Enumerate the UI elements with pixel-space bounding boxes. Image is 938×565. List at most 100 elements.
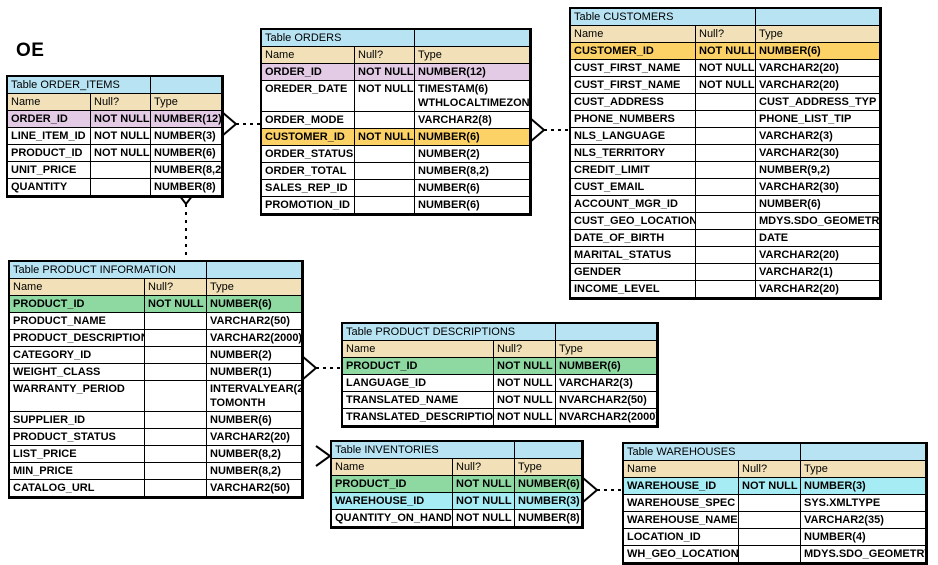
table-row: UNIT_PRICE NUMBER(8,2) — [8, 161, 221, 178]
name-header: Name — [627, 463, 657, 475]
column-type: VARCHAR2(3) — [555, 375, 656, 391]
column-null: NOT NULL — [90, 145, 150, 161]
column-type: NUMBER(8,2) — [150, 162, 221, 178]
column-null: NOT NULL — [695, 43, 755, 59]
column-null — [738, 495, 800, 511]
column-type-text: VARCHAR2(20) — [759, 62, 839, 74]
column-type-text: NUMBER(6) — [418, 199, 480, 211]
table-title: Table CUSTOMERS — [574, 11, 674, 23]
column-type: VARCHAR2(1) — [755, 264, 879, 280]
column-null — [695, 281, 755, 297]
column-type-text: NUMBER(4) — [804, 531, 866, 543]
null-header: Null? — [493, 341, 555, 357]
table-title-empty-cell — [514, 442, 581, 458]
column-type: NUMBER(2) — [206, 347, 301, 363]
column-null — [354, 180, 414, 196]
column-type-text: VARCHAR2(20) — [759, 79, 839, 91]
column-name: UNIT_PRICE — [11, 164, 77, 176]
table-title-row: Table WAREHOUSES — [624, 444, 925, 460]
column-type-text: NUMBER(9,2) — [759, 164, 830, 176]
column-name: PHONE_NUMBERS — [574, 113, 675, 125]
column-null — [144, 313, 206, 329]
name-header: Name — [265, 49, 295, 61]
table-title-empty-cell — [150, 77, 221, 93]
table-row: GENDER VARCHAR2(1) — [571, 263, 879, 280]
column-type: NUMBER(1) — [206, 364, 301, 380]
connector-crowfoot-product-descriptions — [301, 355, 318, 381]
column-name: WAREHOUSE_ID — [335, 495, 425, 507]
column-null: NOT NULL — [354, 81, 414, 111]
column-name: PRODUCT_NAME — [13, 315, 106, 327]
column-type: MDYS.SDO_GEOMETRY — [800, 546, 925, 562]
column-null — [738, 512, 800, 528]
column-name: SUPPLIER_ID — [13, 414, 86, 426]
type-header: Type — [514, 459, 581, 475]
table-title-empty-cell — [555, 324, 656, 340]
column-name: WAREHOUSE_SPEC — [627, 497, 736, 509]
column-null: NOT NULL — [452, 493, 514, 509]
type-header: Type — [555, 341, 656, 357]
name-header: Name — [335, 461, 365, 473]
column-name: GENDER — [574, 266, 622, 278]
column-type-text: VARCHAR2(20) — [759, 249, 839, 261]
column-null: NOT NULL — [493, 375, 555, 391]
column-type-text: VARCHAR2(30) — [759, 147, 839, 159]
type-header: Type — [414, 47, 529, 63]
column-null: NOT NULL — [452, 476, 514, 492]
column-type: NVARCHAR2(2000) — [555, 409, 656, 425]
column-type: VARCHAR2(35) — [800, 512, 925, 528]
column-name: CUST_FIRST_NAME — [574, 79, 681, 91]
column-name: LIST_PRICE — [13, 448, 77, 460]
column-null — [144, 480, 206, 496]
column-null — [738, 529, 800, 545]
type-header: Type — [800, 461, 925, 477]
column-name: SALES_REP_ID — [265, 182, 348, 194]
column-name: INCOME_LEVEL — [574, 283, 660, 295]
table-title-row: Table INVENTORIES — [332, 442, 581, 458]
column-type-text: NUMBER(6) — [418, 131, 480, 143]
column-name: ACCOUNT_MGR_ID — [574, 198, 678, 210]
null-header: Null? — [90, 94, 150, 110]
column-null: NOT NULL — [354, 129, 414, 145]
column-type: NUMBER(9,2) — [755, 162, 879, 178]
table-title: Table INVENTORIES — [335, 444, 439, 456]
column-type-text: VARCHAR2(1) — [759, 266, 833, 278]
table-title-empty-cell — [800, 444, 925, 460]
column-type: VARCHAR2(2000) — [206, 330, 301, 346]
column-name: QUANTITY — [11, 181, 68, 193]
column-type-text: VARCHAR2(50) — [210, 482, 290, 494]
column-null: NOT NULL — [354, 64, 414, 80]
column-type-text: NUMBER(6) — [759, 198, 821, 210]
table-title: Table ORDER_ITEMS — [11, 79, 120, 91]
name-header: Name — [11, 96, 41, 108]
column-null — [695, 94, 755, 110]
name-header: Name — [13, 281, 43, 293]
column-type: NUMBER(8,2) — [206, 463, 301, 479]
column-type-text: NUMBER(1) — [210, 366, 272, 378]
column-null — [144, 446, 206, 462]
column-null — [144, 429, 206, 445]
